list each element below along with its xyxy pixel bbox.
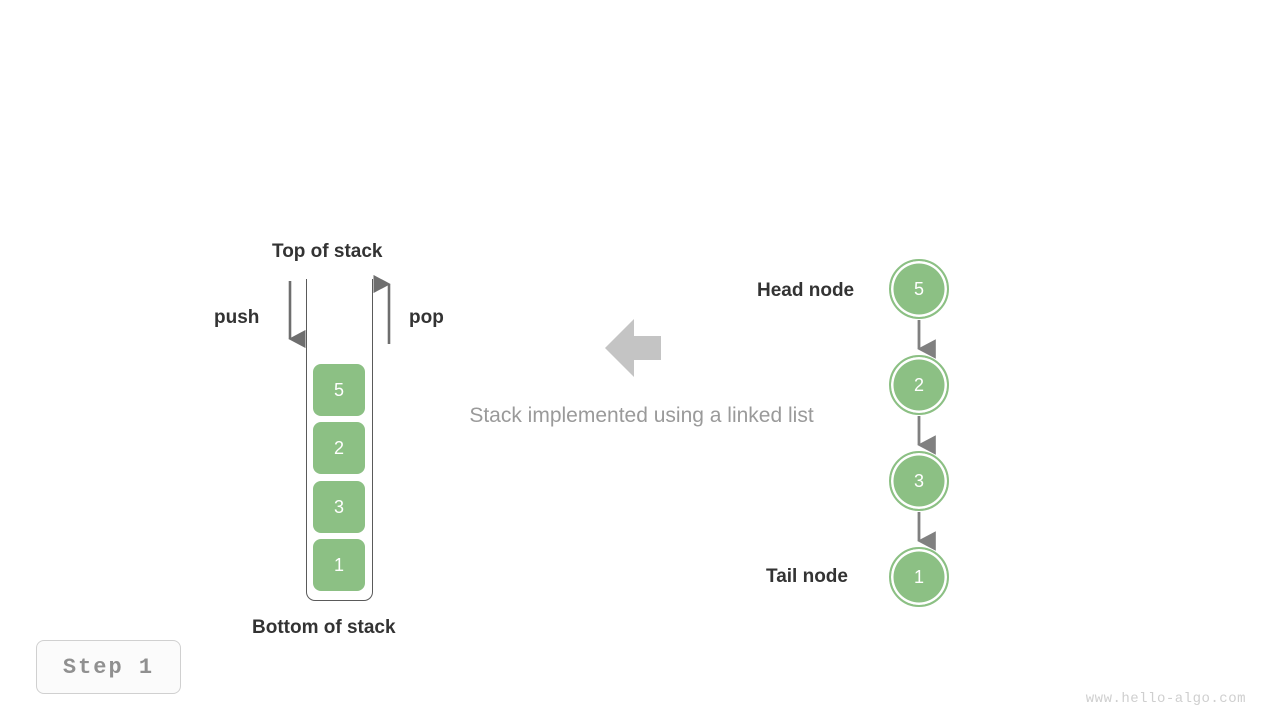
linked-list-node: 3 [889, 451, 949, 511]
stack-cell: 5 [313, 364, 365, 416]
linked-list-node: 2 [889, 355, 949, 415]
stack-cell: 1 [313, 539, 365, 591]
conversion-arrow-left-icon [605, 319, 661, 377]
linked-list-node: 1 [889, 547, 949, 607]
pop-label: pop [409, 307, 444, 328]
stack-cell: 2 [313, 422, 365, 474]
caption: Stack implemented using a linked list [0, 404, 1280, 428]
push-label: push [214, 307, 260, 328]
head-node-label: Head node [757, 280, 855, 301]
step-badge: Step 1 [36, 640, 181, 694]
linked-list-node: 5 [889, 259, 949, 319]
top-of-stack-label: Top of stack [272, 241, 383, 262]
tail-node-label: Tail node [766, 566, 848, 587]
caption-text: Stack implemented using a linked list [469, 404, 814, 427]
step-badge-text: Step 1 [62, 654, 155, 680]
stack-container [306, 279, 373, 601]
stack-cell: 3 [313, 481, 365, 533]
watermark: www.hello-algo.com [1085, 691, 1246, 707]
bottom-of-stack-label: Bottom of stack [252, 617, 396, 638]
